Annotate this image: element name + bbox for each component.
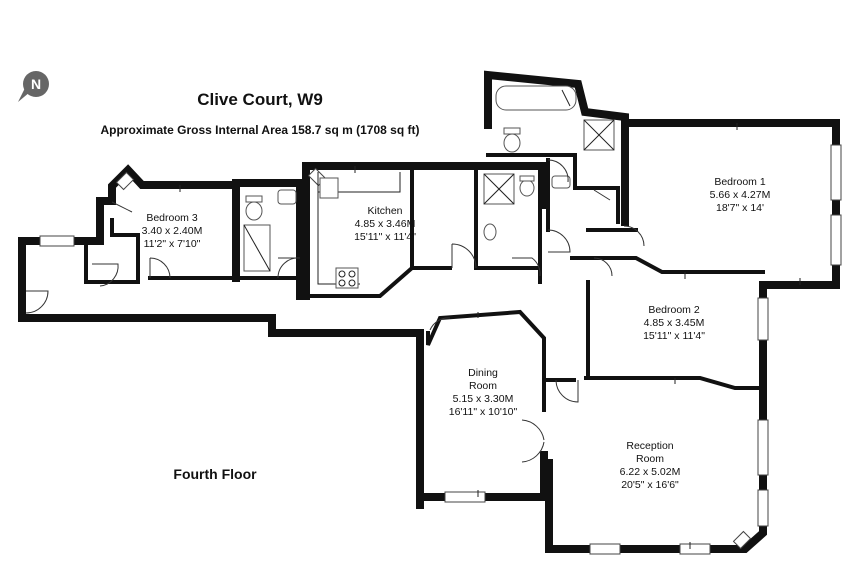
room-name-line2: Room — [635, 453, 664, 465]
room-metric: 4.85 x 3.45M — [643, 317, 705, 329]
room-metric: 5.15 x 3.30M — [452, 393, 514, 405]
room-metric: 3.40 x 2.40M — [141, 225, 203, 237]
outer-walls — [18, 70, 840, 553]
room-metric: 5.66 x 4.27M — [709, 189, 771, 201]
room-imperial: 20'5" x 16'6" — [621, 479, 679, 491]
room-imperial: 15'11" x 11'4" — [354, 231, 416, 243]
room-label-bedroom2: Bedroom 2 4.85 x 3.45M 15'11" x 11'4" — [624, 304, 724, 343]
gross-area: Approximate Gross Internal Area 158.7 sq… — [100, 123, 420, 137]
room-label-bedroom1: Bedroom 1 5.66 x 4.27M 18'7" x 14' — [690, 176, 790, 215]
interior-walls — [84, 153, 765, 412]
floor-label: Fourth Floor — [173, 466, 257, 482]
windows — [39, 144, 842, 555]
room-name: Bedroom 2 — [648, 304, 700, 316]
room-metric: 6.22 x 5.02M — [619, 466, 681, 478]
wall-ticks — [179, 123, 801, 549]
room-name: Bedroom 1 — [714, 176, 766, 188]
compass-letter: N — [31, 76, 41, 92]
room-name-line2: Room — [468, 380, 497, 392]
room-imperial: 11'2" x 7'10" — [143, 238, 201, 250]
room-name: Dining — [468, 367, 498, 379]
room-label-bedroom3: Bedroom 3 3.40 x 2.40M 11'2" x 7'10" — [132, 212, 212, 251]
room-imperial: 16'11" x 10'10" — [448, 406, 518, 418]
room-metric: 4.85 x 3.46M — [354, 218, 416, 230]
room-name: Bedroom 3 — [146, 212, 198, 224]
room-name: Reception — [626, 440, 674, 452]
plan-title: Clive Court, W9 — [197, 90, 323, 109]
fixtures — [243, 85, 615, 289]
room-label-dining: Dining Room 5.15 x 3.30M 16'11" x 10'10" — [438, 367, 528, 419]
room-imperial: 18'7" x 14' — [715, 202, 765, 214]
room-label-kitchen: Kitchen 4.85 x 3.46M 15'11" x 11'4" — [340, 205, 430, 244]
room-name: Kitchen — [367, 205, 403, 217]
room-label-reception: Reception Room 6.22 x 5.02M 20'5" x 16'6… — [600, 440, 700, 492]
room-imperial: 15'11" x 11'4" — [643, 330, 705, 342]
doors — [25, 159, 645, 463]
north-compass-icon: N — [18, 71, 49, 102]
